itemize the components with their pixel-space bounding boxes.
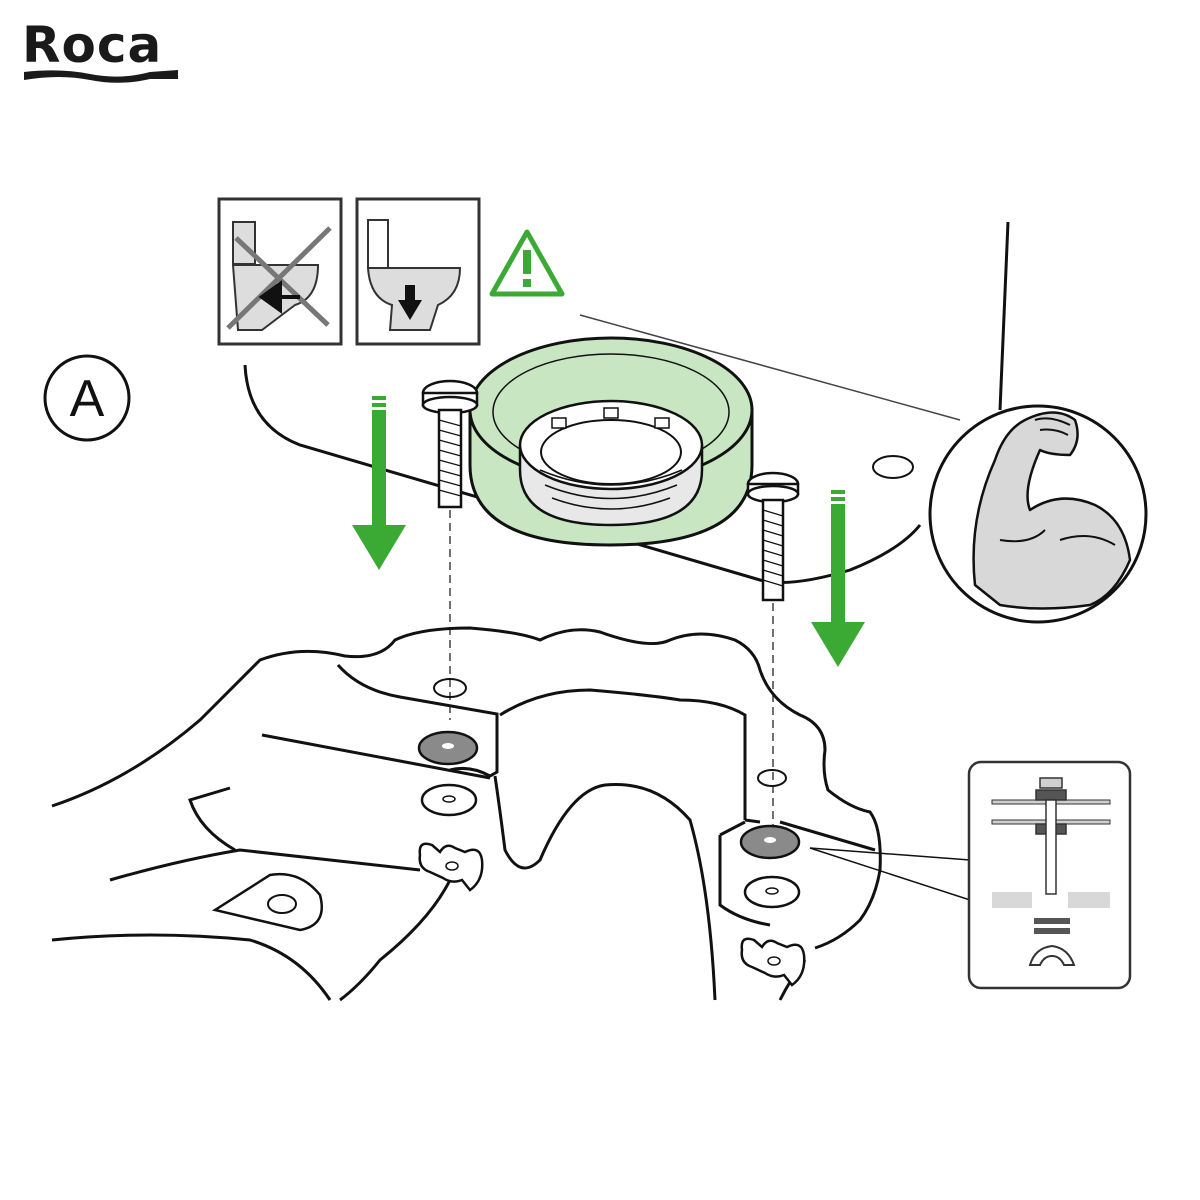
right-bolt — [746, 471, 800, 835]
roca-logo: Roca — [22, 16, 178, 83]
step-label: A — [43, 354, 131, 442]
tank-outline — [243, 221, 1010, 584]
down-arrow-left-icon — [352, 396, 406, 570]
down-arrow-right-icon — [811, 490, 865, 667]
right-fixing-set — [739, 824, 806, 987]
bolt-detail-inset — [967, 760, 1132, 990]
left-fixing-set — [417, 730, 484, 892]
logo-wordmark: Roca — [22, 16, 162, 74]
toilet-correct-direction-icon — [355, 197, 481, 346]
step-letter: A — [70, 370, 105, 428]
toilet-base — [51, 626, 882, 1002]
warning-icon — [489, 229, 565, 297]
callout-pointer — [809, 847, 971, 901]
flexed-arm-icon — [928, 404, 1148, 624]
toilet-wrong-direction-icon — [217, 197, 343, 346]
logo-wave — [24, 70, 178, 83]
left-bolt — [421, 379, 479, 720]
outlet-thread — [518, 399, 704, 527]
